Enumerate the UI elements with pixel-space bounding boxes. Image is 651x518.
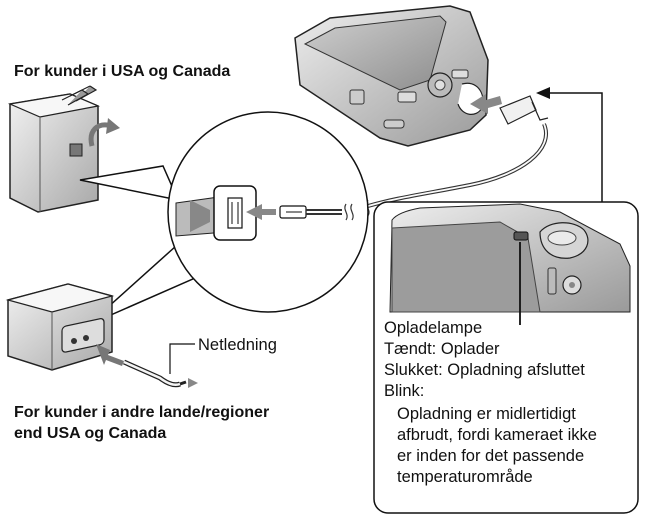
blink-detail-line: er inden for det passende bbox=[397, 447, 585, 465]
cord-in-arrow-icon bbox=[96, 344, 124, 366]
usa-canada-label: For kunder i USA og Canada bbox=[14, 63, 231, 80]
charge-lamp-callout bbox=[373, 201, 639, 514]
blink-detail-line: temperaturområde bbox=[397, 468, 533, 486]
blink-detail-line: afbrudt, fordi kameraet ikke bbox=[397, 426, 597, 444]
charge-lamp-blink: Blink: bbox=[384, 382, 425, 400]
pointer-arrow bbox=[548, 92, 603, 210]
charge-lamp-off: Slukket: Opladning afsluttet bbox=[384, 361, 585, 379]
charge-lamp-lit: Tændt: Oplader bbox=[384, 340, 500, 358]
other-regions-label-line1: For kunder i andre lande/regioner bbox=[14, 404, 270, 421]
us-adapter bbox=[7, 85, 101, 213]
magnified-connector bbox=[79, 111, 369, 326]
power-cord-label: Netledning bbox=[198, 336, 277, 354]
other-regions-label-line2: end USA og Canada bbox=[14, 425, 167, 442]
plug-in-arrow-icon bbox=[246, 204, 276, 220]
intl-adapter bbox=[5, 283, 115, 371]
blink-detail-line: Opladning er midlertidigt bbox=[397, 405, 576, 423]
charge-lamp-title: Opladelampe bbox=[384, 319, 483, 337]
insert-arrow-icon bbox=[470, 94, 502, 114]
camera bbox=[294, 5, 489, 147]
